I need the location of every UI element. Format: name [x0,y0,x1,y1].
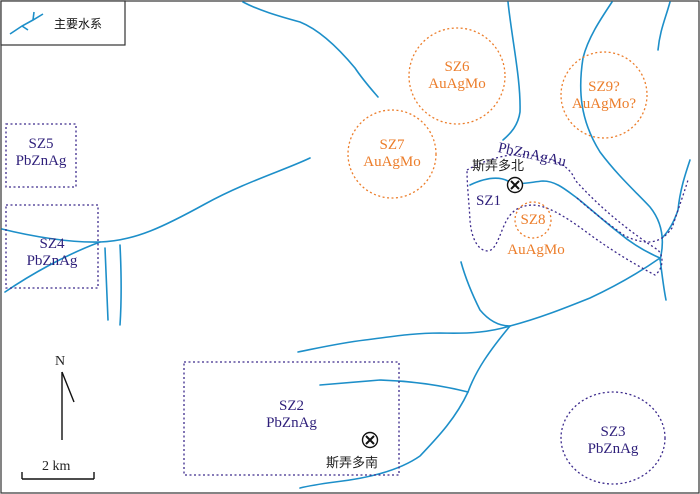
zone-label-sz5: SZ5 PbZnAg [6,136,76,170]
deposit-south-symbol [361,431,379,449]
zone-name-sz1: SZ1 [476,193,502,209]
zone-sz7-boundary [347,109,437,199]
river-trunk-south [299,325,511,489]
zone-name: SZ9? [588,79,620,95]
zone-minerals: AuAgMo [363,154,421,170]
zone-minerals: AuAgMo [428,76,486,92]
zone-minerals: PbZnAg [15,153,67,169]
zone-name: SZ6 [444,59,470,75]
river-north-3 [579,1,664,261]
zone-minerals: PbZnAg [587,441,639,457]
zone-name-sz8: SZ8 [520,212,546,228]
river-west-branch-sw [4,241,101,293]
auagmo-zones [347,27,648,239]
zone-name: SZ5 [28,136,54,152]
north-arrow-label: N [55,354,66,369]
river-north-1 [242,1,379,98]
legend-label: 主要水系 [54,17,103,31]
zone-label-sz2: SZ2 PbZnAg [184,398,399,432]
zone-minerals: PbZnAg [266,415,317,431]
river-center-branch [460,261,511,327]
zone-sz6-boundary [408,27,506,125]
zone-label-sz7: SZ7 AuAgMo [348,137,436,171]
legend-box [0,0,126,46]
river-trunk-diagonal [297,257,661,353]
river-north-2 [502,1,521,141]
river-east-fork [661,159,691,239]
zone-name: SZ4 [39,236,65,252]
zone-sz9-boundary [560,51,648,139]
river-west-branch-s [119,244,122,326]
zone-sz2-boundary [183,361,400,476]
zone-name: SZ2 [278,398,304,414]
north-arrow-icon [61,371,75,440]
pbznag-zones [5,123,689,485]
river-network [1,1,691,489]
zone-name: SZ3 [600,424,626,440]
river-west-branch-s2 [104,247,109,321]
zone-label-sz6: SZ6 AuAgMo [409,59,505,93]
river-east-south [659,257,667,301]
zone-sz4-boundary [5,204,99,289]
zone-sz3-boundary [560,391,666,485]
river-west-main [1,157,311,243]
river-south-west [319,379,469,393]
zone-minerals: AuAgMo? [571,96,637,112]
zone-name: SZ7 [379,137,405,153]
zone-minerals-sz8: AuAgMo [507,242,565,258]
deposit-label-north: 斯弄多北 [472,159,525,174]
zone-sz1-boundary [466,153,663,276]
river-north-4 [657,1,671,51]
zone-sz8-boundary [514,201,552,239]
deposit-north-symbol [506,176,524,194]
river-sz1-stream [469,177,661,259]
scale-bar-label: 2 km [42,459,71,474]
river-legend-icon [9,11,44,35]
zone-minerals: PbZnAg [26,253,78,269]
zone-label-sz3: SZ3 PbZnAg [561,424,665,458]
scale-bar-icon [21,472,95,480]
zone-label-sz9: SZ9? AuAgMo? [561,79,647,113]
zone-label-sz4: SZ4 PbZnAg [6,236,98,270]
zone-sz5-boundary [5,123,77,188]
deposit-label-south: 斯弄多南 [326,456,379,471]
